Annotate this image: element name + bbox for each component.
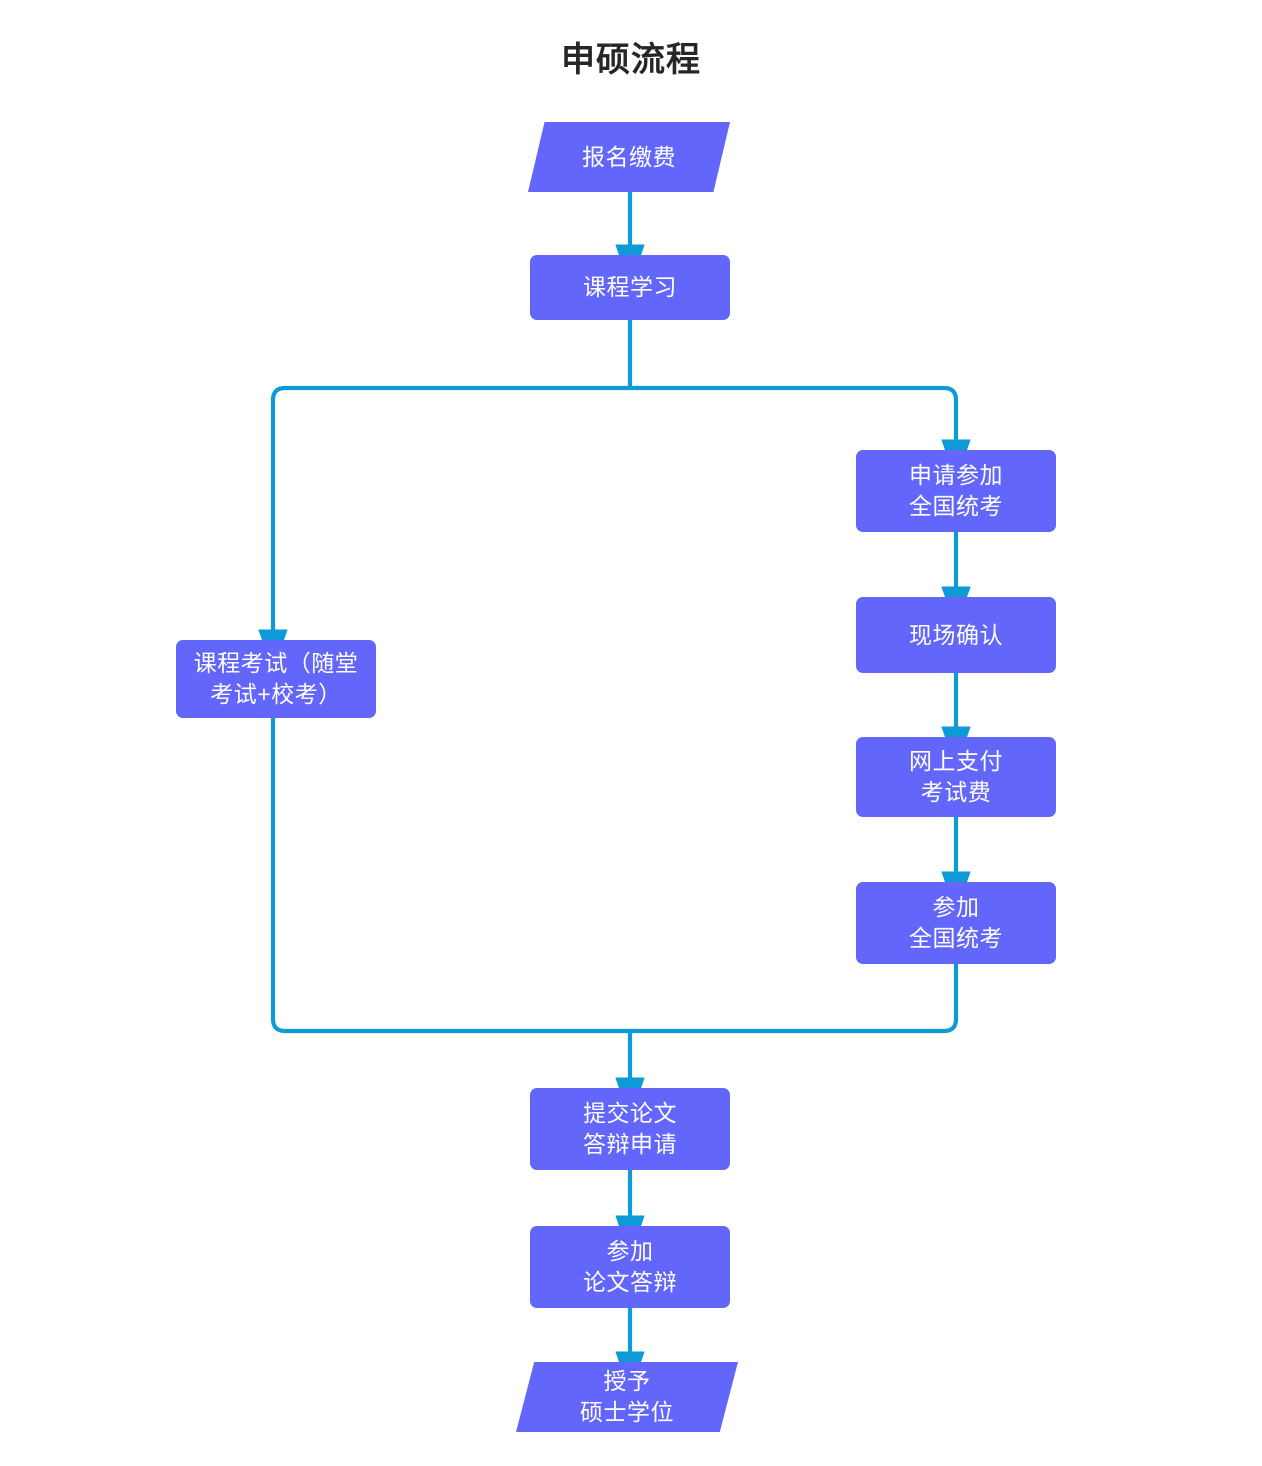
flow-node-label: 网上支付 考试费: [909, 748, 1003, 805]
flow-node-kechengkaoshi[interactable]: 课程考试（随堂 考试+校考）: [176, 640, 376, 718]
page-title: 申硕流程: [561, 41, 701, 79]
flow-node-baomingjiaofei[interactable]: 报名缴费: [528, 122, 730, 192]
flow-node-label: 课程学习: [583, 274, 677, 301]
edge-split-right: [630, 385, 971, 482]
flow-node-canjia-lunwendabian[interactable]: 参加 论文答辩: [530, 1226, 730, 1308]
flow-node-tijiaolunwen-dabianshenqing[interactable]: 提交论文 答辩申请: [530, 1088, 730, 1170]
flow-node-xianchangqueren[interactable]: 现场确认: [856, 597, 1056, 673]
edge-n6-bus: [630, 964, 959, 1034]
flow-node-label: 提交论文 答辩申请: [583, 1100, 677, 1157]
flow-node-label: 课程考试（随堂 考试+校考）: [193, 650, 359, 707]
flow-node-label: 现场确认: [909, 621, 1003, 648]
flow-node-wangshangzhifu-kaoshifei[interactable]: 网上支付 考试费: [856, 737, 1056, 817]
flow-node-canjia-quanguotongkao[interactable]: 参加 全国统考: [856, 882, 1056, 964]
flow-node-label: 参加 论文答辩: [583, 1238, 677, 1295]
flow-node-label: 报名缴费: [582, 143, 676, 170]
flow-node-shouyu-shuoshixuewei[interactable]: 授予 硕士学位: [516, 1362, 738, 1432]
flow-node-label: 参加 全国统考: [909, 894, 1003, 951]
edge-split-left: [258, 385, 630, 672]
flow-node-kechengxuexi[interactable]: 课程学习: [530, 255, 730, 320]
edge-n7-bus: [270, 718, 630, 1034]
flow-node-shenqingcanjia-quanguotongkao[interactable]: 申请参加 全国统考: [856, 450, 1056, 532]
flow-node-label: 申请参加 全国统考: [909, 462, 1003, 519]
flow-node-label: 授予 硕士学位: [580, 1368, 674, 1425]
